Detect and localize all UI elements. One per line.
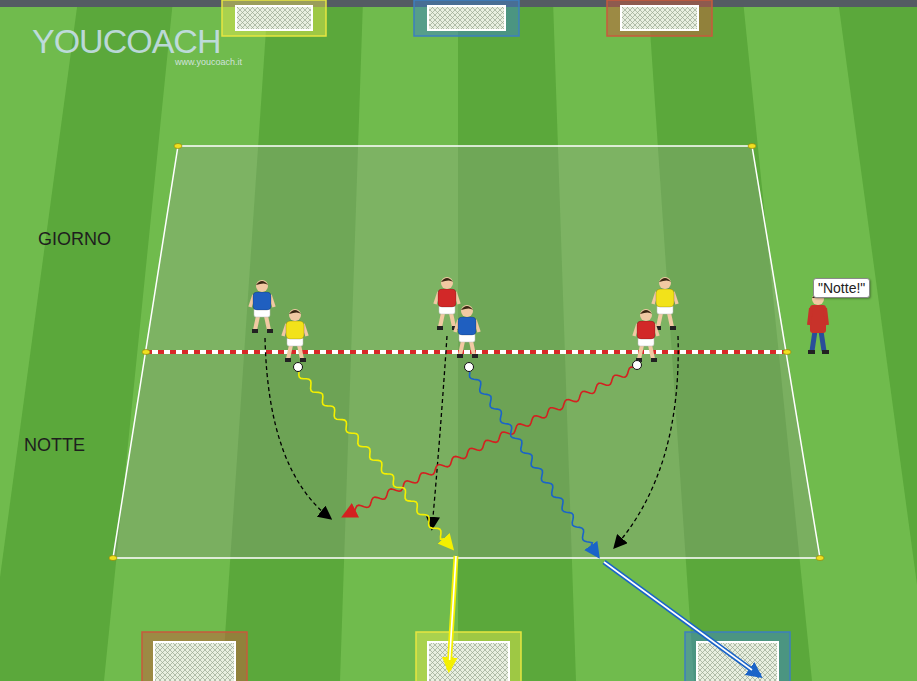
goals-bottom — [142, 632, 790, 681]
zone-label: GIORNO — [38, 229, 111, 250]
coach-figure — [808, 293, 829, 354]
watermark-logo: YOUCOACH — [32, 22, 220, 61]
speech-bubble: "Notte!" — [813, 278, 870, 298]
players — [250, 277, 677, 362]
run-arrows — [265, 336, 678, 547]
cone-markers — [109, 144, 824, 561]
dribble-arrows — [299, 367, 636, 556]
speech-text: "Notte!" — [818, 280, 865, 296]
drill-area — [113, 146, 820, 558]
zone-label: NOTTE — [24, 435, 85, 456]
balls — [294, 361, 642, 372]
watermark-url: www.youcoach.it — [175, 57, 242, 67]
goals-top — [222, 0, 712, 36]
shot-arrows — [449, 556, 760, 676]
